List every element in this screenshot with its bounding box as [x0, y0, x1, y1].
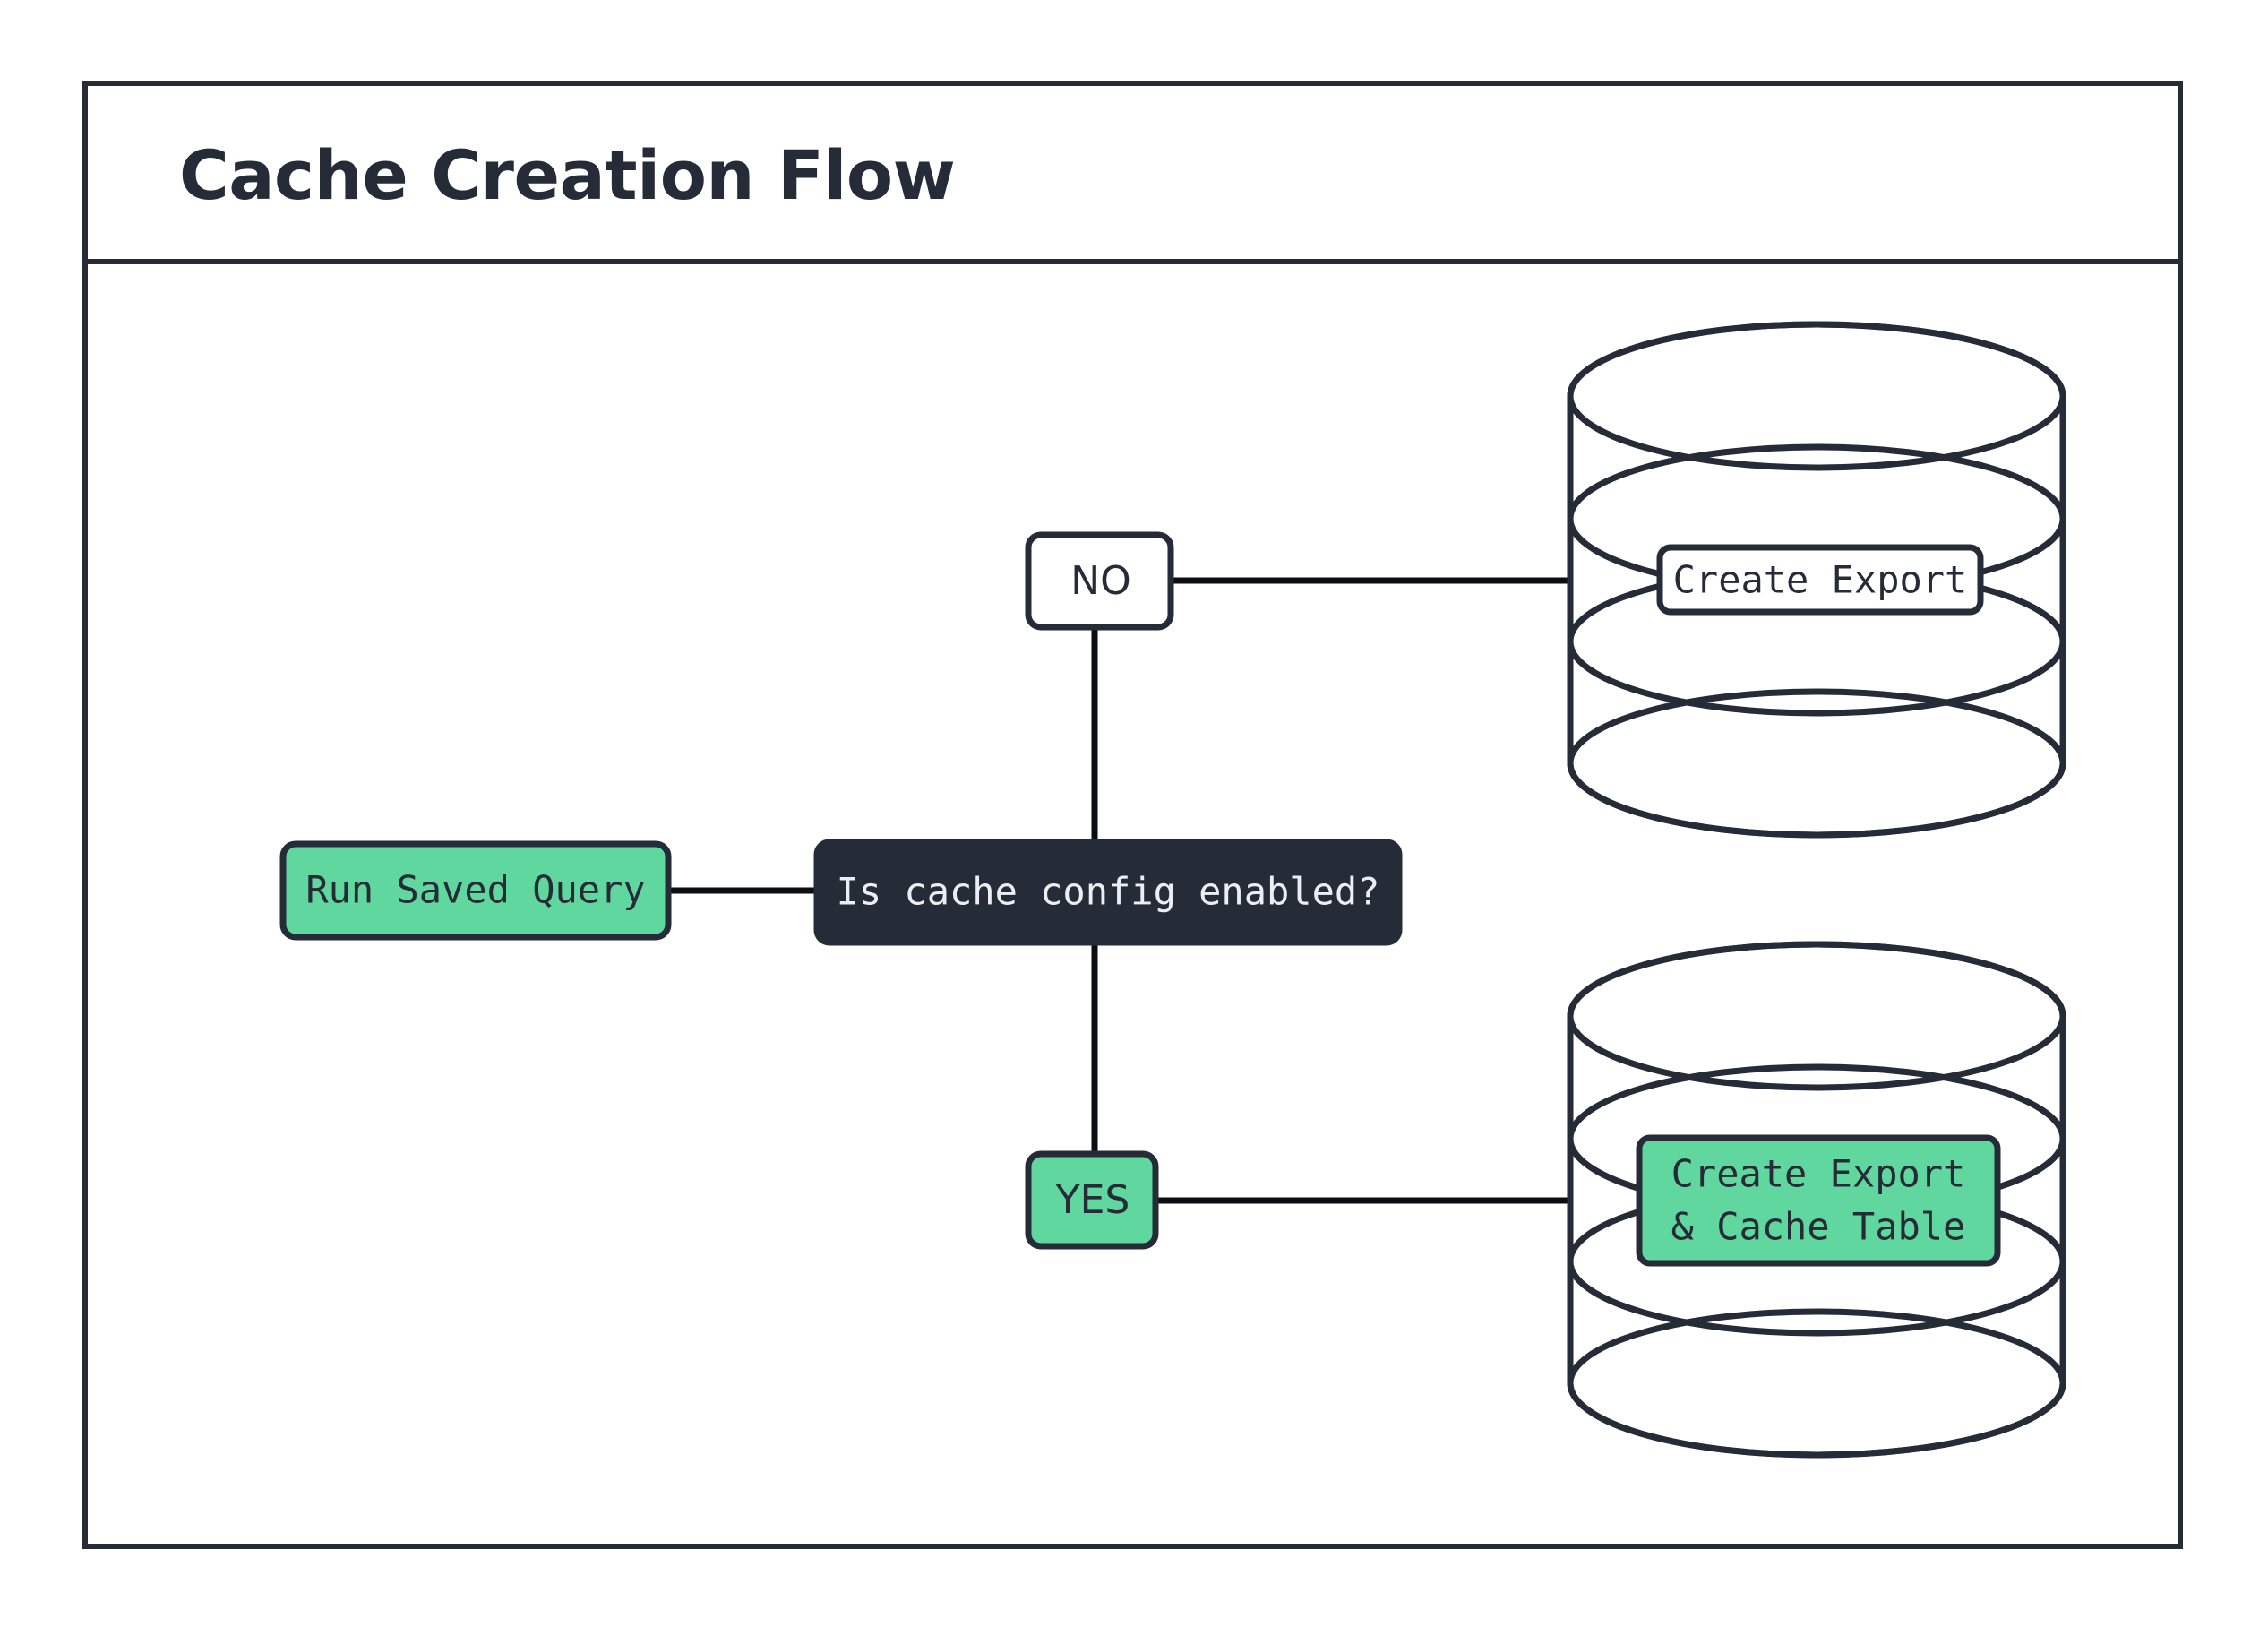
db-disk-4	[1567, 688, 2066, 839]
db-cache-disk-1	[1567, 941, 2066, 1091]
db-create-export-label-chip	[1656, 544, 1984, 616]
decision-box	[813, 839, 1403, 946]
db-create-export-cache-label-chip	[1636, 1134, 2001, 1267]
branch-no-box	[1025, 531, 1174, 631]
page-title: Cache Creation Flow	[179, 135, 955, 215]
db-disk-1	[1567, 321, 2066, 471]
db-create-export-cache-label-line-1: Create Export	[1671, 1152, 1966, 1196]
run-saved-query-label: Run Saved Query	[305, 868, 645, 912]
node-db-create-export-cache[interactable]: Create Export & Cache Table	[1567, 941, 2066, 1459]
run-saved-query-box	[279, 840, 672, 941]
db-cache-disk-4	[1567, 1308, 2066, 1459]
node-branch-no[interactable]: NO	[1025, 531, 1174, 631]
branch-yes-label: YES	[1055, 1177, 1130, 1223]
branch-no-label: NO	[1070, 558, 1131, 604]
node-run-saved-query[interactable]: Run Saved Query	[279, 840, 672, 941]
db-create-export-cache-label-line-2: & Cache Table	[1671, 1205, 1966, 1249]
node-branch-yes[interactable]: YES	[1025, 1150, 1159, 1250]
node-db-create-export[interactable]: Create Export	[1567, 321, 2066, 839]
db-create-export-label: Create Export	[1673, 558, 1968, 602]
decision-label: Is cache config enabled?	[837, 870, 1380, 914]
branch-yes-box	[1025, 1150, 1159, 1250]
node-decision[interactable]: Is cache config enabled?	[813, 839, 1403, 946]
